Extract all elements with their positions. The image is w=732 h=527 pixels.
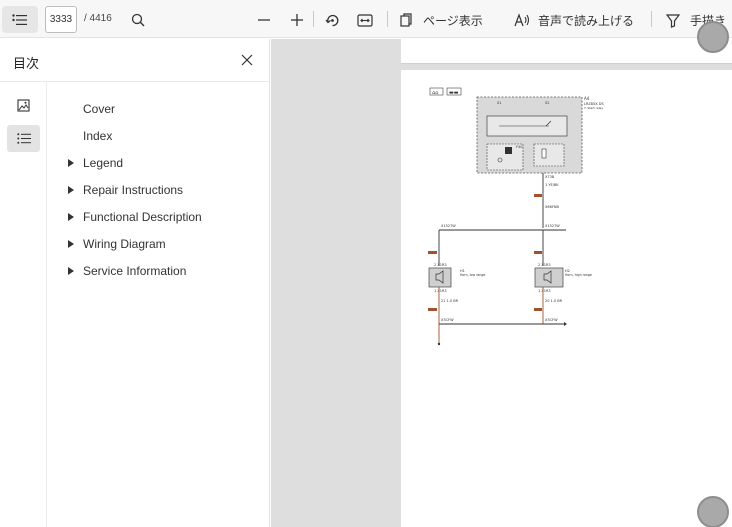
module-sub: Y: Start relay — [584, 106, 603, 110]
sidebar-divider — [0, 81, 270, 82]
diagram-tag — [446, 87, 462, 96]
zoom-out-button[interactable] — [254, 10, 274, 30]
wire-label: 1 YE/BK — [545, 183, 559, 187]
fuse-label: F40 — [516, 145, 522, 149]
list-icon — [16, 133, 31, 144]
image-icon — [17, 99, 30, 112]
diagram-tag-text: ▬▬ — [449, 90, 459, 96]
close-sidebar-button[interactable] — [238, 51, 256, 69]
fit-width-button[interactable] — [354, 10, 376, 30]
toc-item-service-information[interactable]: Service Information — [60, 262, 186, 280]
toc-item-wiring-diagram[interactable]: Wiring Diagram — [60, 235, 166, 253]
connector-pin — [534, 251, 542, 254]
left-connector: 1 X1R3 — [434, 289, 447, 293]
connector-pin — [534, 194, 542, 197]
expand-caret-icon[interactable] — [60, 213, 78, 221]
ground-label: X3CFW — [441, 318, 454, 322]
connector-pin — [534, 308, 542, 311]
fit-width-icon — [357, 13, 373, 27]
left-horn-id: H1 — [460, 269, 465, 273]
search-button[interactable] — [128, 10, 148, 30]
close-icon — [241, 54, 253, 66]
page-view-label: ページ表示 — [423, 13, 483, 28]
page-stamp-icon — [697, 496, 729, 527]
expand-caret-icon[interactable] — [60, 159, 78, 167]
toc-icon — [12, 13, 27, 25]
toc-item-label: Repair Instructions — [83, 183, 184, 197]
page-number-input[interactable] — [45, 6, 77, 33]
right-horn-id: H2 — [565, 269, 570, 273]
sidebar-title: 目次 — [13, 56, 40, 71]
toc-item-label: Index — [83, 129, 113, 143]
toc-tab[interactable] — [7, 125, 40, 152]
toolbar-divider — [651, 11, 652, 27]
read-aloud-icon — [514, 13, 530, 27]
sidebar-rail — [0, 82, 47, 527]
connector-pin — [428, 251, 437, 254]
toc-item-label: Wiring Diagram — [83, 237, 166, 251]
module-sub-box-right — [533, 143, 565, 167]
diagram-tag — [429, 87, 444, 96]
left-horn — [428, 267, 452, 288]
read-aloud-button[interactable]: 音声で読み上げる — [514, 10, 638, 30]
thumbnails-tab[interactable] — [7, 92, 40, 119]
read-aloud-label: 音声で読み上げる — [538, 13, 635, 28]
toc-sidebar: 目次 Cover Inde — [0, 39, 270, 527]
left-wire-label: 21 1.0 BR — [441, 299, 459, 303]
diagram-tag-text: ⌂⌂ — [432, 90, 438, 96]
toc-item-label: Legend — [83, 156, 124, 170]
wire-label: X66FNB — [545, 205, 559, 209]
left-horn-name: Horn, low range — [460, 273, 485, 277]
fuse-symbol — [505, 147, 512, 154]
s2-label: S2 — [545, 101, 549, 105]
module-id: A4 — [584, 96, 590, 101]
module-name: LRZ85X DS — [584, 102, 604, 106]
toc-item-functional-description[interactable]: Functional Description — [60, 208, 202, 226]
toc-item-label: Functional Description — [83, 210, 202, 224]
toc-item-index[interactable]: Index — [60, 127, 112, 145]
toolbar-divider — [313, 11, 314, 27]
expand-caret-icon[interactable] — [60, 267, 78, 275]
wiring-diagram: ⌂⌂ ▬▬ A4 LRZ85X DS Y: Start relay S1 S2 … — [428, 87, 604, 346]
toolbar-divider — [387, 11, 388, 27]
connector-pin — [428, 308, 437, 311]
right-wire-label: 20 1.0 BR — [545, 299, 563, 303]
right-connector: 2 X1R3 — [538, 263, 551, 267]
fuse-symbol — [541, 148, 547, 159]
zoom-in-button[interactable] — [287, 10, 307, 30]
zoom-out-icon — [258, 19, 270, 21]
split-label-right: X1527W — [545, 224, 560, 228]
previous-page — [401, 39, 732, 64]
toc-item-cover[interactable]: Cover — [60, 100, 115, 118]
draw-icon — [666, 13, 680, 28]
toc-item-label: Cover — [83, 102, 116, 116]
s1-label: S1 — [497, 101, 501, 105]
expand-caret-icon[interactable] — [60, 186, 78, 194]
toc-toggle-button[interactable] — [2, 6, 38, 33]
rotate-icon — [324, 14, 338, 26]
toolbar: / 4416 — [0, 0, 732, 38]
right-connector: 1 X1R3 — [538, 289, 551, 293]
toc-item-label: Service Information — [83, 264, 187, 278]
left-connector: 2 X1R3 — [434, 263, 447, 267]
split-label-left: X1527W — [441, 224, 456, 228]
page-view-icon — [400, 13, 412, 27]
page-stamp-icon — [697, 21, 729, 53]
expand-caret-icon[interactable] — [60, 240, 78, 248]
page-view-button[interactable]: ページ表示 — [399, 10, 487, 30]
right-horn — [534, 267, 564, 288]
search-icon — [131, 13, 145, 27]
zoom-in-icon — [291, 14, 303, 26]
page-total: / 4416 — [84, 13, 112, 24]
wire-label: X73B — [545, 175, 555, 179]
toc-item-repair-instructions[interactable]: Repair Instructions — [60, 181, 183, 199]
right-horn-name: Horn, high range — [565, 273, 592, 277]
ground-label-right: X3CFW — [545, 318, 558, 322]
rotate-button[interactable] — [322, 10, 342, 30]
toc-item-legend[interactable]: Legend — [60, 154, 123, 172]
